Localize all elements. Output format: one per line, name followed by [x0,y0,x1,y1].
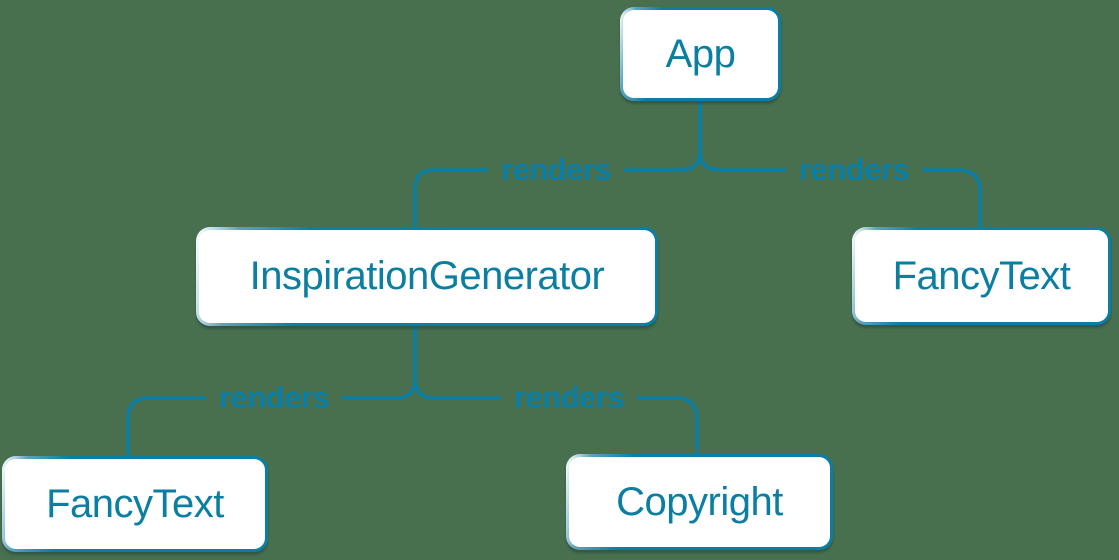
node-inspiration-generator-label: InspirationGenerator [249,254,605,298]
node-app-body: App [623,10,778,98]
node-copyright-label: Copyright [616,479,783,524]
node-copyright: Copyright [566,454,833,550]
node-app-label: App [665,31,736,76]
node-copyright-body: Copyright [569,457,830,547]
node-inspiration-generator-body: InspirationGenerator [199,230,655,323]
node-app: App [620,7,781,101]
edge-label-app-inspirationgenerator: renders [487,152,625,188]
node-fancy-text-bottom-body: FancyText [5,459,265,549]
node-fancy-text-bottom: FancyText [2,456,268,552]
node-inspiration-generator: InspirationGenerator [196,227,658,326]
node-fancy-text-top-body: FancyText [855,230,1108,322]
edge-label-inspirationgenerator-fancytext: renders [205,380,343,416]
node-fancy-text-bottom-label: FancyText [46,481,224,526]
edge-label-app-fancytext: renders [785,152,923,188]
node-fancy-text-top-label: FancyText [892,253,1071,298]
edge-label-inspirationgenerator-copyright: renders [500,380,638,416]
node-fancy-text-top: FancyText [852,227,1111,325]
